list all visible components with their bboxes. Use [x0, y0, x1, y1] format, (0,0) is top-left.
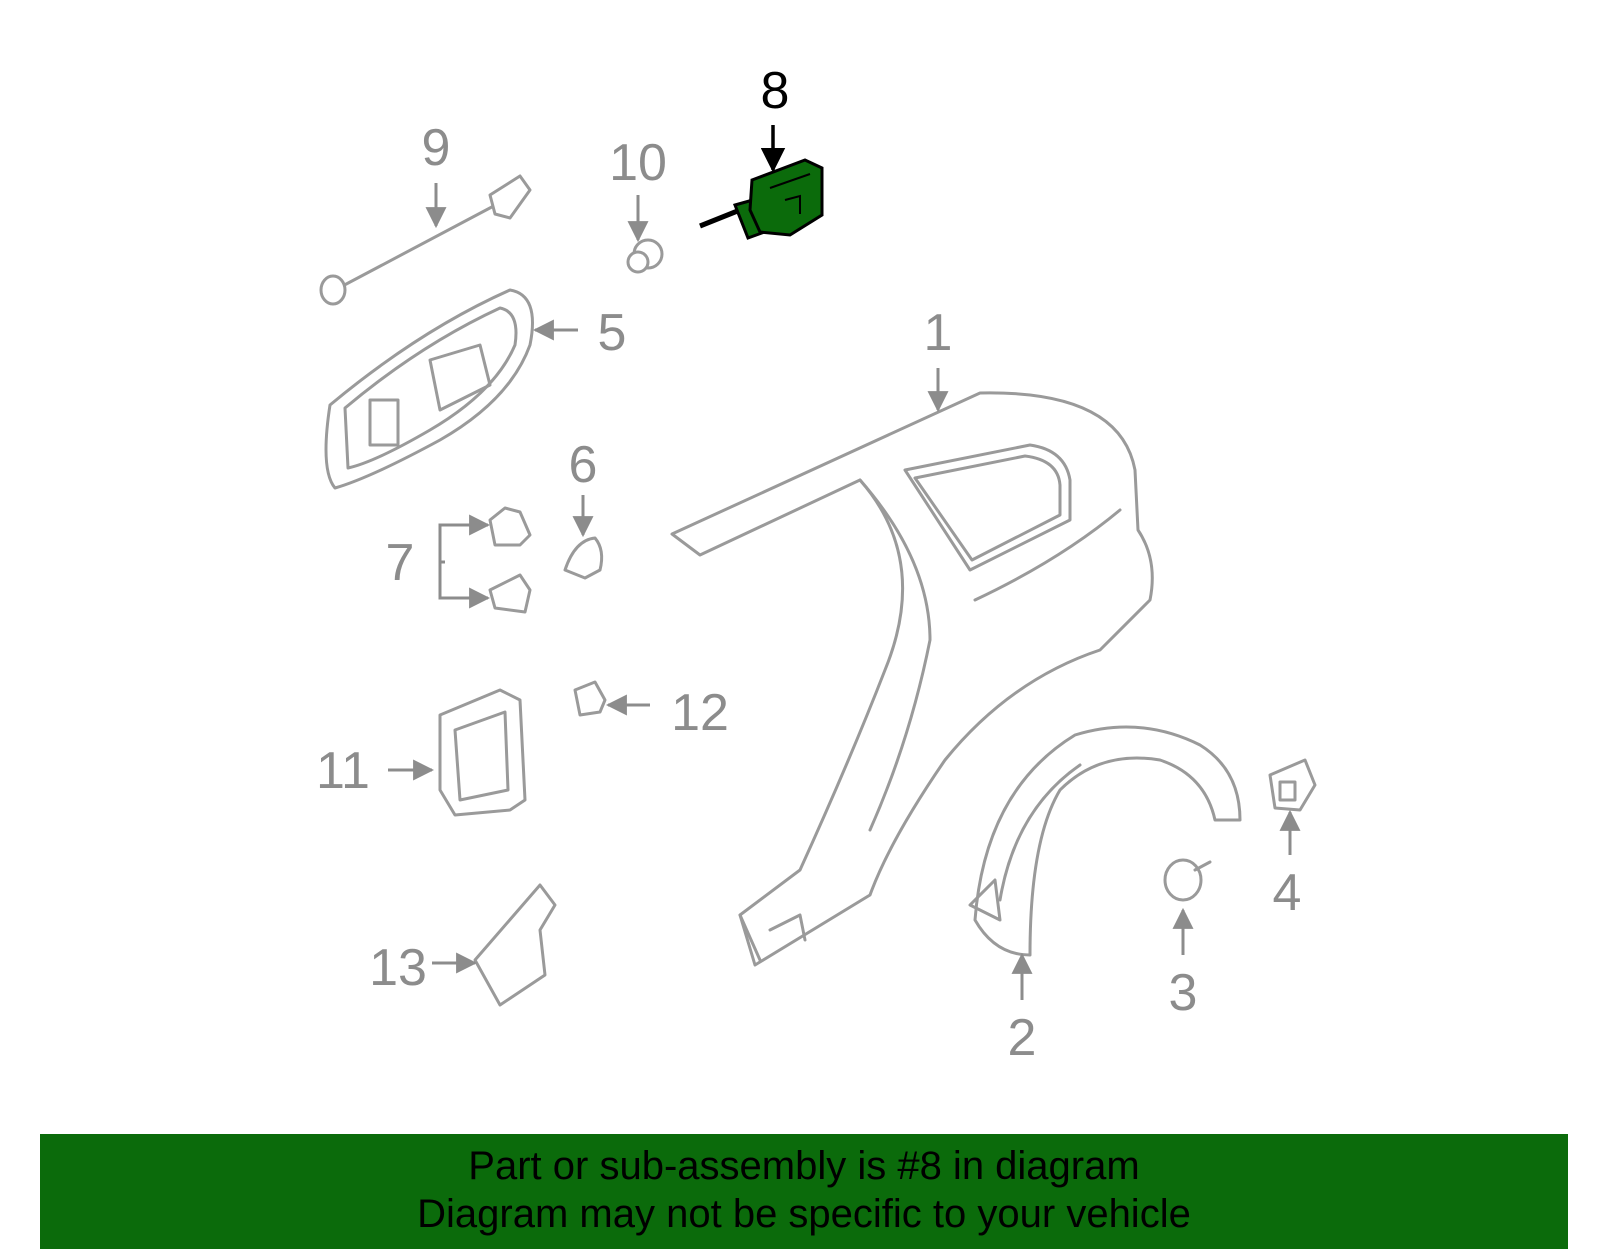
- part-8-actuator[interactable]: [699, 158, 824, 240]
- callout-1: 1: [924, 304, 953, 362]
- part-6-bracket[interactable]: [563, 536, 604, 580]
- callout-11: 11: [316, 742, 370, 800]
- info-banner: Part or sub-assembly is #8 in diagram Di…: [40, 1134, 1568, 1249]
- callout-2: 2: [1008, 1009, 1037, 1067]
- leader-arrows: [388, 125, 1301, 1000]
- part-10-clip[interactable]: [626, 238, 664, 274]
- part-2-wheel-liner[interactable]: [968, 725, 1242, 957]
- part-9-rod[interactable]: [319, 174, 532, 306]
- callout-5: 5: [598, 304, 627, 362]
- callout-6: 6: [569, 436, 598, 494]
- callout-12: 12: [671, 684, 729, 742]
- callout-9: 9: [422, 119, 451, 177]
- banner-line-1: Part or sub-assembly is #8 in diagram: [468, 1144, 1140, 1188]
- part-4-clip[interactable]: [1268, 758, 1317, 812]
- part-3-screw[interactable]: [1163, 858, 1212, 902]
- part-12-clip[interactable]: [573, 680, 607, 717]
- callout-7: 7: [386, 534, 415, 592]
- part-7-hinge[interactable]: [438, 506, 532, 614]
- banner-line-2: Diagram may not be specific to your vehi…: [417, 1192, 1191, 1236]
- callout-10: 10: [609, 134, 667, 192]
- part-11-lock[interactable]: [438, 688, 527, 817]
- part-13-bracket[interactable]: [473, 883, 557, 1007]
- callout-3: 3: [1169, 964, 1198, 1022]
- part-5-fuel-door[interactable]: [324, 288, 534, 490]
- callout-13: 13: [369, 939, 427, 997]
- callout-4: 4: [1273, 864, 1302, 922]
- callout-8: 8: [761, 62, 790, 120]
- part-1-quarter-panel[interactable]: [670, 391, 1154, 967]
